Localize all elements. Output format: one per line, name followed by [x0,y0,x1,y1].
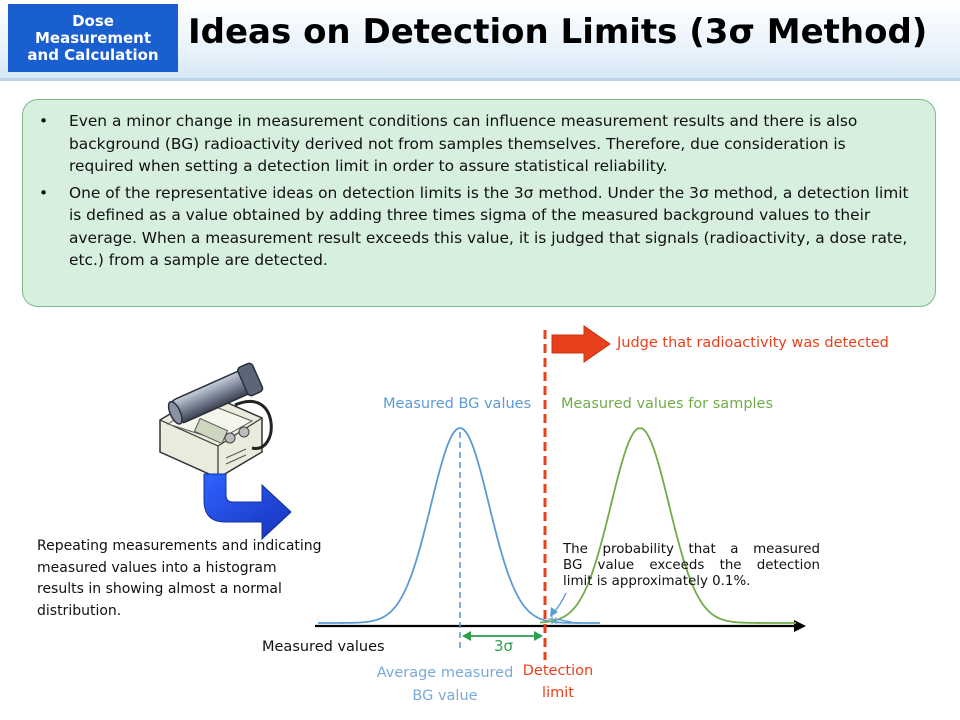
radiation-meter-icon [159,362,273,479]
probability-note-line: limit is approximately 0.1%. [563,574,751,589]
bullet-text: One of the representative ideas on detec… [69,183,909,270]
detection-limit-label-line: limit [542,685,574,701]
bullet-icon: • [39,183,49,202]
detection-limit-label: Detection limit [516,660,600,704]
badge-line-2: Measurement [34,28,152,47]
page-title: Ideas on Detection Limits (3σ Method) [188,12,928,52]
probability-note-line: The probability that a measured [563,542,820,557]
probability-note: The probability that a measured BG value… [563,542,820,590]
category-badge: Dose Measurement and Calculation [8,4,178,72]
x-axis-label: Measured values [262,639,385,655]
average-bg-label: Average measured BG value [372,662,518,708]
info-box: • Even a minor change in measurement con… [22,99,936,307]
bg-curve-label: Measured BG values [383,396,532,412]
bullet-item: • Even a minor change in measurement con… [23,110,915,178]
detection-limit-label-line: Detection [522,663,594,679]
note-pointer-head [550,607,558,617]
header-rule [0,78,960,81]
x-axis-arrowhead [794,620,806,632]
sigma-arrowhead-right [534,631,543,641]
probability-note-line: BG value exceeds the detection [563,558,820,573]
sample-curve-label: Measured values for samples [561,396,774,412]
curved-arrow-icon [203,473,292,541]
sample-distribution-curve [539,427,796,624]
bullet-item: • One of the representative ideas on det… [23,182,915,272]
judge-label: Judge that radioactivity was detected [617,335,889,351]
bullet-icon: • [39,112,49,130]
badge-line-3: and Calculation [27,45,159,64]
sigma-arrowhead-left [462,631,471,641]
tail-area [547,618,576,624]
red-arrow-icon [551,325,611,363]
average-bg-label-line: Average measured [376,665,514,681]
bg-distribution-curve [318,427,600,624]
bullet-text: Even a minor change in measurement condi… [69,112,858,175]
badge-line-1: Dose [72,11,114,30]
bullet-list: • Even a minor change in measurement con… [23,100,935,272]
average-bg-label-line: BG value [412,688,478,704]
sigma-label: 3σ [494,637,514,655]
histogram-caption: Repeating measurements and indicating me… [37,538,322,619]
